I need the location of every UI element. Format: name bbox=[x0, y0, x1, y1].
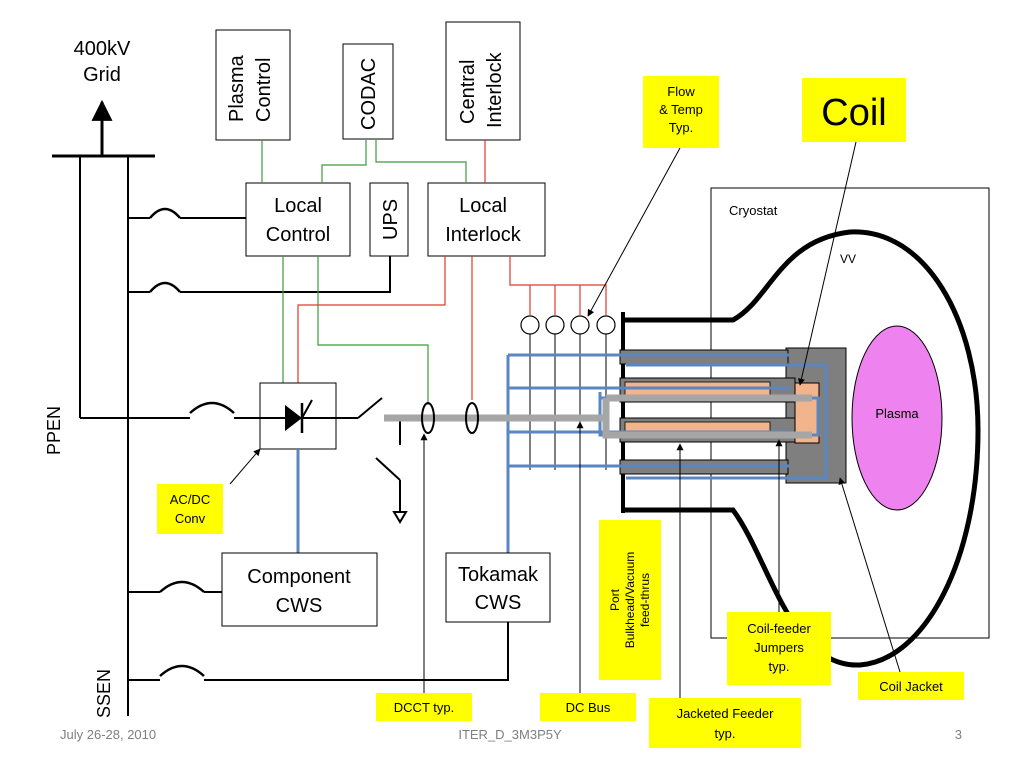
jacketed-feeder-line1: Jacketed Feeder bbox=[677, 706, 775, 721]
central-interlock-line2: Interlock bbox=[484, 51, 506, 128]
dc-bus-callout bbox=[540, 693, 636, 721]
tokamak-cws-box bbox=[445, 552, 551, 623]
component-cws-line1: Component bbox=[247, 566, 351, 588]
ssen-label: SSEN bbox=[94, 669, 114, 718]
port-line3: feed-thrus bbox=[638, 573, 652, 627]
breakers bbox=[149, 207, 235, 677]
coil-jacket-label: Coil Jacket bbox=[879, 679, 943, 694]
component-cws-line2: CWS bbox=[276, 595, 323, 617]
ac-dc-callout bbox=[157, 484, 223, 534]
flow-temp-sensors bbox=[520, 315, 616, 335]
plasma-control-line2: Control bbox=[253, 58, 275, 122]
flow-temp-line2: & Temp bbox=[659, 102, 703, 117]
dc-switch bbox=[336, 397, 408, 524]
dcct-callout bbox=[376, 693, 472, 721]
coil-jacket-callout bbox=[858, 672, 964, 700]
tokamak-cws-line1: Tokamak bbox=[458, 564, 539, 586]
plasma-control-line1: Plasma bbox=[226, 54, 248, 122]
ppen-label: PPEN bbox=[44, 406, 64, 455]
flow-temp-line3: Typ. bbox=[669, 120, 694, 135]
local-interlock-line2: Interlock bbox=[445, 224, 522, 246]
ac-dc-line2: Conv bbox=[175, 511, 206, 526]
coil-feeder-callout bbox=[727, 612, 831, 685]
dcct-rings bbox=[421, 402, 479, 434]
grid-label-line1: 400kV bbox=[74, 38, 131, 60]
central-interlock-box bbox=[445, 21, 521, 141]
local-control-line1: Local bbox=[274, 195, 322, 217]
ac-dc-line1: AC/DC bbox=[170, 492, 210, 507]
interlock-signal-lines bbox=[297, 140, 607, 400]
coil-feeder-line1: Coil-feeder bbox=[747, 621, 811, 636]
local-control-line2: Control bbox=[266, 224, 330, 246]
flow-temp-callout bbox=[643, 76, 719, 148]
cryostat-box bbox=[710, 187, 990, 639]
coil-callout-label: Coil bbox=[821, 92, 886, 134]
grid-label-line2: Grid bbox=[83, 64, 121, 86]
local-interlock-box bbox=[427, 182, 546, 257]
footer-date: July 26-28, 2010 bbox=[60, 727, 156, 742]
thyristor-icon bbox=[260, 399, 336, 433]
port-line2: Bulkhead/Vacuum bbox=[623, 552, 637, 649]
cryostat-label: Cryostat bbox=[729, 203, 778, 218]
component-cws-box bbox=[221, 552, 378, 627]
jacketed-feeder-callout bbox=[649, 698, 801, 748]
jacketed-feeder-line2: typ. bbox=[715, 726, 736, 741]
ups-box bbox=[369, 182, 409, 257]
coil-feeder-line3: typ. bbox=[769, 659, 790, 674]
plasma-control-box bbox=[215, 29, 291, 141]
plasma-label: Plasma bbox=[875, 406, 919, 421]
coil-callout bbox=[802, 78, 906, 142]
codac-box bbox=[342, 43, 394, 140]
coil-feeder-line2: Jumpers bbox=[754, 640, 804, 655]
flow-temp-line1: Flow bbox=[667, 84, 695, 99]
callout-leaders bbox=[229, 141, 901, 698]
dcct-label: DCCT typ. bbox=[394, 700, 454, 715]
port-line1: Port bbox=[608, 588, 622, 611]
control-signal-lines bbox=[261, 140, 467, 405]
footer-doc-id: ITER_D_3M3P5Y bbox=[458, 727, 562, 742]
port-callout bbox=[599, 520, 661, 680]
local-interlock-line1: Local bbox=[459, 195, 507, 217]
central-interlock-line1: Central bbox=[457, 60, 479, 124]
vv-label: VV bbox=[840, 252, 856, 266]
codac-label: CODAC bbox=[358, 58, 380, 130]
local-control-box bbox=[245, 182, 351, 257]
plasma-ellipse bbox=[851, 325, 943, 511]
footer-page-number: 3 bbox=[955, 727, 962, 742]
tokamak-cws-line2: CWS bbox=[475, 592, 522, 614]
feed-lines bbox=[80, 217, 509, 681]
dc-bus-label: DC Bus bbox=[566, 700, 611, 715]
ups-label: UPS bbox=[380, 199, 402, 240]
